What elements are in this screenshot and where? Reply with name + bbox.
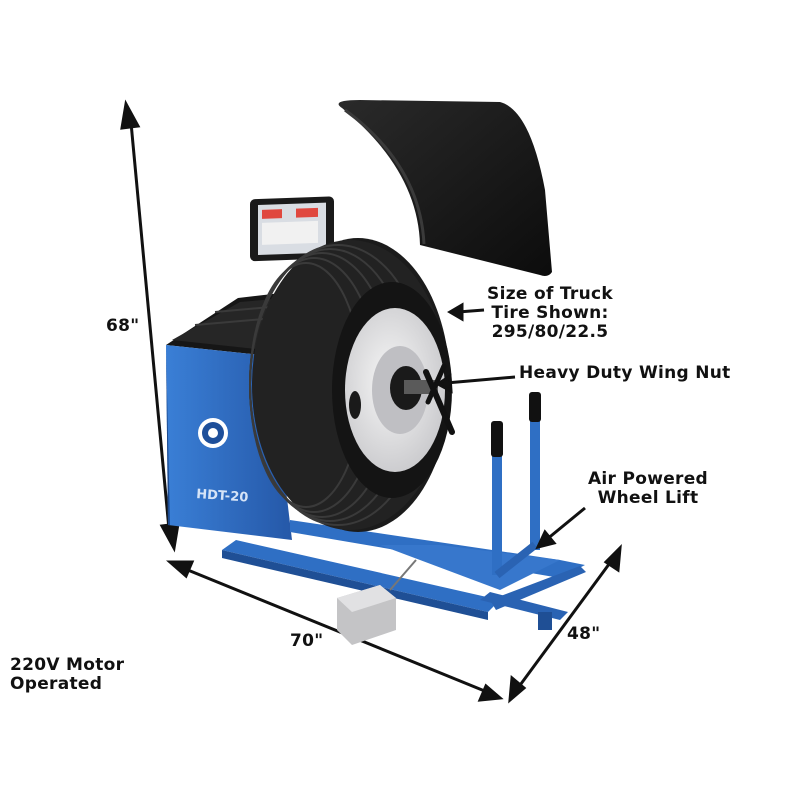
tire-size-line-2: Tire Shown: bbox=[491, 303, 609, 323]
height-dimension-label: 68" bbox=[106, 316, 140, 336]
wing-nut-callout-arrow bbox=[435, 373, 516, 394]
tire-size-callout-arrow bbox=[447, 302, 485, 322]
wheel-lift-line-2: Wheel Lift bbox=[597, 488, 699, 508]
motor-line-2: Operated bbox=[10, 674, 103, 694]
tire-size-line-3: 295/80/22.5 bbox=[491, 322, 609, 342]
width-dimension-arrow bbox=[166, 560, 504, 702]
wing-nut-callout: Heavy Duty Wing Nut bbox=[519, 363, 731, 383]
balancer-display-panel bbox=[250, 196, 334, 262]
foot-pedal bbox=[337, 559, 417, 645]
wheel-lift-callout-arrow bbox=[535, 506, 586, 550]
wheel-lift-callout: Air Powered Wheel Lift bbox=[578, 470, 718, 508]
depth-dimension-label: 48" bbox=[567, 624, 601, 644]
motor-callout: 220V Motor Operated bbox=[10, 656, 124, 694]
depth-dimension-arrow bbox=[508, 544, 622, 704]
wheel-guard-hood bbox=[338, 100, 552, 276]
width-dimension-label: 70" bbox=[290, 631, 324, 651]
wheel-lift-line-1: Air Powered bbox=[587, 469, 709, 489]
model-badge: HDT-20 bbox=[196, 487, 249, 506]
tire-size-line-1: Size of Truck bbox=[487, 284, 613, 304]
motor-line-1: 220V Motor bbox=[10, 655, 125, 675]
tire-size-callout: Size of Truck Tire Shown: 295/80/22.5 bbox=[470, 285, 630, 342]
wheel-lift-posts bbox=[491, 392, 541, 579]
